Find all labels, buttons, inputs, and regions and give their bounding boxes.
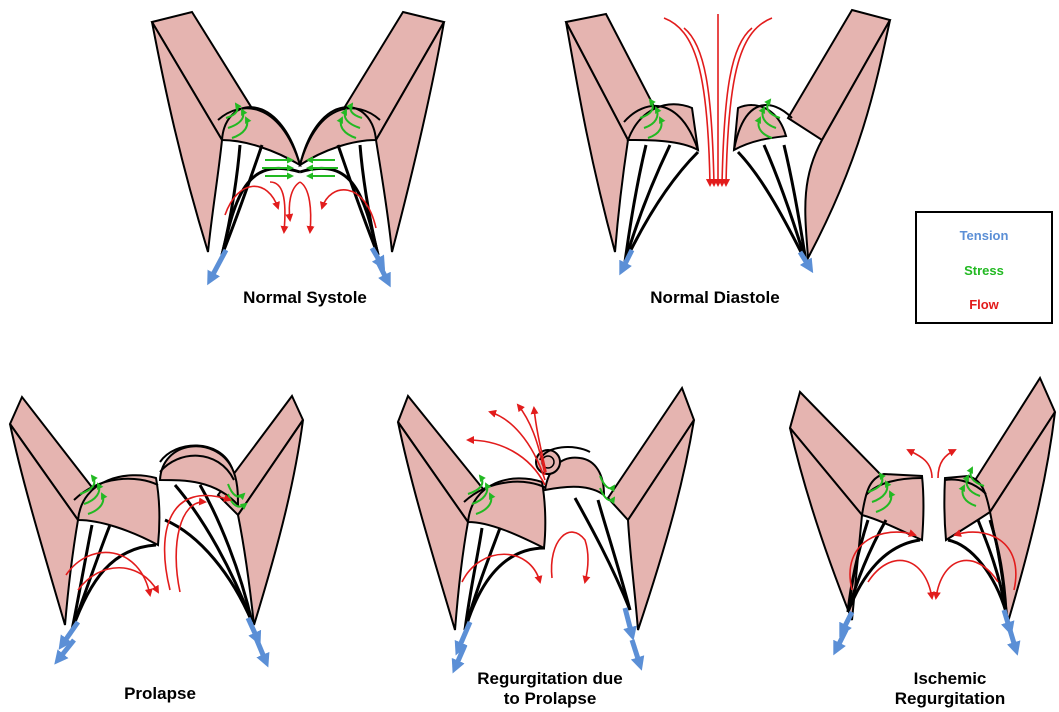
panel-normal-diastole	[566, 10, 890, 270]
caption-line: Ischemic	[850, 669, 1050, 689]
caption-line: to Prolapse	[430, 689, 670, 709]
caption-regurgitation-prolapse: Regurgitation due to Prolapse	[430, 669, 670, 709]
annulus-right-wall	[788, 10, 890, 258]
panel-prolapse	[10, 396, 303, 662]
legend: Tension Stress Flow	[915, 211, 1053, 324]
legend-item-stress: Stress	[917, 263, 1051, 278]
panel-ischemic-regurgitation	[790, 378, 1055, 650]
caption-line: Prolapse	[80, 684, 240, 704]
tension-arrows	[58, 618, 266, 662]
caption-line: Regurgitation	[850, 689, 1050, 709]
caption-line: Normal Diastole	[600, 288, 830, 308]
panel-regurgitation-prolapse	[398, 388, 694, 668]
tension-arrows	[455, 608, 640, 668]
caption-line: Regurgitation due	[430, 669, 670, 689]
legend-item-tension: Tension	[917, 228, 1051, 243]
leaflet-left	[862, 474, 924, 540]
legend-item-flow: Flow	[917, 297, 1051, 312]
flow-arrows	[664, 14, 772, 185]
tension-arrows	[210, 248, 388, 282]
caption-normal-systole: Normal Systole	[190, 288, 420, 308]
caption-normal-diastole: Normal Diastole	[600, 288, 830, 308]
caption-line: Normal Systole	[190, 288, 420, 308]
annulus-right-wall	[218, 396, 303, 625]
caption-ischemic-regurgitation: Ischemic Regurgitation	[850, 669, 1050, 709]
tension-arrows	[622, 250, 810, 270]
panel-normal-systole	[152, 12, 444, 282]
annulus-right-wall	[608, 388, 694, 630]
chordae	[625, 145, 806, 262]
caption-prolapse: Prolapse	[80, 684, 240, 704]
tension-arrows	[836, 610, 1016, 650]
